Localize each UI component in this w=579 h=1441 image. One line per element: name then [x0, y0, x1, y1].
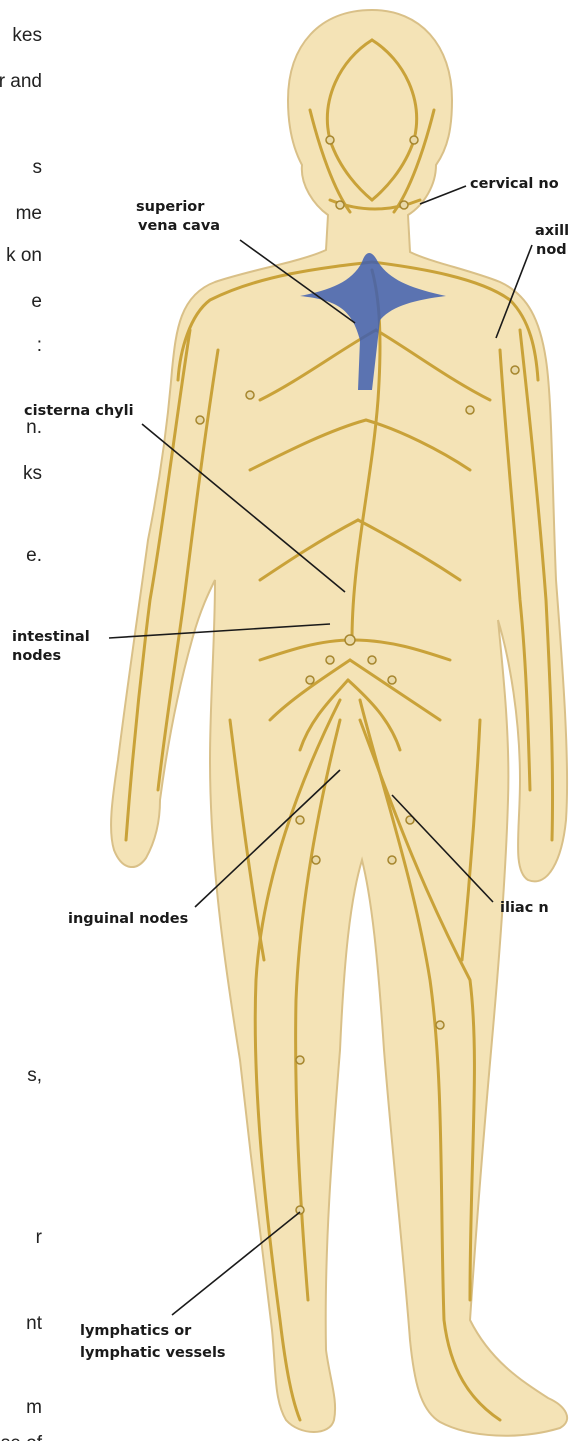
- label-cervical-nodes: cervical no: [470, 175, 579, 194]
- label-intestinal-line2: nodes: [12, 647, 61, 666]
- label-axillary-line2: nod: [536, 241, 579, 260]
- label-cisterna-chyli: cisterna chyli: [24, 402, 134, 421]
- label-intestinal-line1: intestinal: [12, 628, 90, 647]
- label-lymphatics-line2: lymphatic vessels: [80, 1344, 226, 1363]
- label-superior-line1: superior: [136, 198, 204, 217]
- label-superior-line2: vena cava: [138, 217, 220, 236]
- label-iliac-nodes: iliac n: [500, 899, 579, 918]
- label-inguinal-nodes: inguinal nodes: [68, 910, 188, 929]
- label-axillary-line1: axill: [535, 222, 579, 241]
- label-lymphatics-line1: lymphatics or: [80, 1322, 191, 1341]
